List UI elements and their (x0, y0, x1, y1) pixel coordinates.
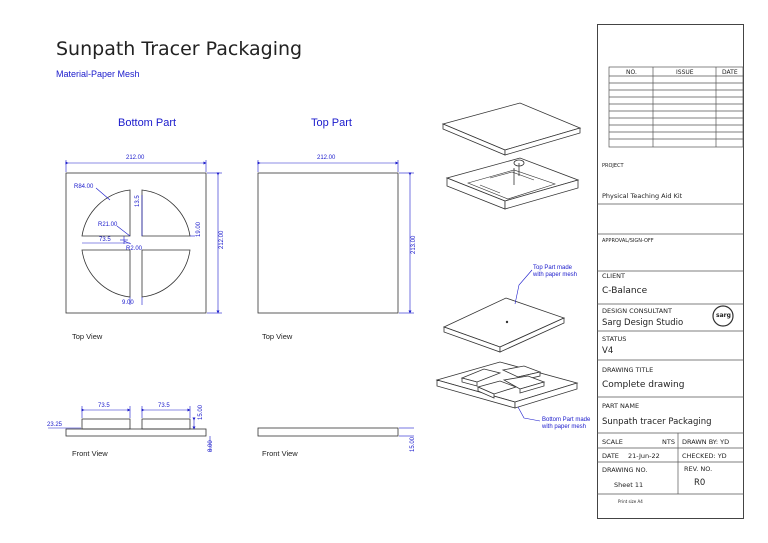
dim-front-block-a: 73.5 (98, 403, 110, 409)
client-value: C-Balance (602, 286, 648, 296)
isometric-top-part (442, 297, 566, 353)
dim-slot-length: 73.5 (99, 237, 111, 243)
top-part-front-view (257, 427, 399, 437)
dim-bottom-height: 212.00 (219, 230, 225, 249)
top-part-callout: Top Part made with paper mesh (533, 265, 578, 278)
dim-top-front-h: 15.00 (410, 436, 416, 452)
bottom-top-view-label: Top View (72, 332, 103, 341)
dim-slot-gap-upper: 13.5 (135, 195, 141, 207)
drawing-no-label: DRAWING NO. (602, 466, 648, 474)
dim-top-width: 212.00 (317, 155, 336, 161)
dim-radius-center: R2.00 (126, 246, 143, 252)
sheet-value: Sheet 11 (614, 481, 644, 489)
project-value: Physical Teaching Aid Kit (602, 192, 683, 200)
dim-radius-outer: R84.00 (74, 184, 94, 190)
bottom-part-heading: Bottom Part (118, 117, 177, 129)
dim-radius-inner: R21.00 (98, 222, 118, 228)
title-block: NO. ISSUE DATE PROJECT Physical Teaching… (597, 24, 744, 519)
isometric-bottom-part (435, 361, 579, 409)
material-note: Material-Paper Mesh (56, 69, 140, 79)
drawn-by: DRAWN BY: YD (682, 438, 730, 446)
top-part-heading: Top Part (311, 117, 352, 129)
dim-bottom-width: 212.00 (126, 155, 145, 161)
bottom-part-front-view (65, 418, 207, 437)
bottom-part-top-view (65, 172, 207, 314)
approval-label: APPROVAL/SIGN-OFF (602, 238, 654, 244)
dim-slot-gap-bottom: 9.00 (122, 300, 134, 306)
top-top-view-label: Top View (262, 332, 293, 341)
issue-header-issue: ISSUE (676, 69, 694, 76)
part-name-value: Sunpath tracer Packaging (602, 417, 712, 427)
status-value: V4 (602, 346, 614, 356)
scale-label: SCALE (602, 438, 623, 446)
bottom-front-view-label: Front View (72, 449, 108, 458)
sheet-title: Sunpath Tracer Packaging (56, 38, 303, 60)
date-value: 21-Jun-22 (628, 452, 660, 460)
scale-value: NTS (662, 438, 675, 446)
rev-value: R0 (694, 478, 706, 488)
client-label: CLIENT (602, 272, 626, 280)
date-label: DATE (602, 452, 619, 460)
status-label: STATUS (602, 335, 627, 343)
dim-front-offset: 23.25 (47, 422, 63, 428)
print-size-note: Print size A4 (618, 499, 643, 504)
issue-header-date: DATE (722, 69, 738, 76)
dim-slot-gap-right: 19.00 (196, 221, 202, 237)
drawing-title-value: Complete drawing (602, 380, 685, 390)
consultant-value: Sarg Design Studio (602, 318, 684, 328)
dim-top-height: 213.00 (411, 235, 417, 254)
rev-label: REV. NO. (684, 465, 713, 473)
dim-front-block-h: 15.00 (198, 404, 204, 420)
project-label: PROJECT (602, 163, 624, 169)
bottom-part-callout: Bottom Part made with paper mesh (542, 417, 591, 430)
sarg-logo: sarg (716, 312, 731, 319)
isometric-assembly (441, 102, 582, 210)
top-part-top-view (257, 172, 399, 314)
drawing-title-label: DRAWING TITLE (602, 366, 654, 374)
part-name-label: PART NAME (602, 402, 640, 410)
consultant-label: DESIGN CONSULTANT (602, 307, 672, 315)
dim-front-block-b: 73.5 (158, 403, 170, 409)
top-front-view-label: Front View (262, 449, 298, 458)
title-block-lines (597, 66, 744, 495)
issue-header-no: NO. (626, 69, 637, 76)
checked-by: CHECKED: YD (682, 452, 727, 460)
dim-front-base-h: 8.00 (208, 440, 214, 452)
